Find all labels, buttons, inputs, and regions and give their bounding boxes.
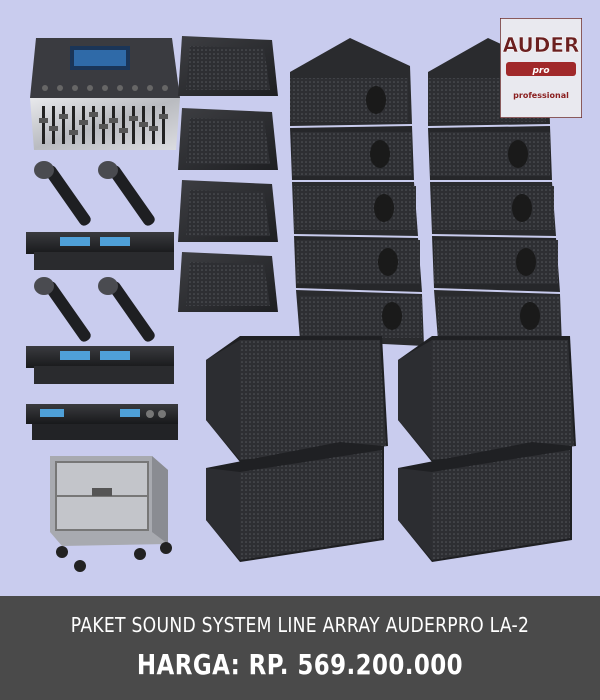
wireless-microphones xyxy=(34,161,155,342)
subwoofers xyxy=(206,336,576,562)
svg-text:AUDER: AUDER xyxy=(503,33,580,57)
package-title: PAKET SOUND SYSTEM LINE ARRAY AUDERPRO L… xyxy=(70,613,530,637)
speaker-processor xyxy=(26,404,178,440)
line-array-right xyxy=(428,38,562,346)
wireless-receivers xyxy=(26,232,174,384)
svg-text:professional: professional xyxy=(513,91,569,100)
stage-monitors xyxy=(178,36,278,312)
rack-flight-case xyxy=(50,456,172,572)
svg-text:pro: pro xyxy=(531,66,549,76)
auder-logo: AUDER pro professional xyxy=(500,18,582,118)
line-array-left xyxy=(290,38,424,346)
equipment-illustration xyxy=(26,36,576,572)
caption-bar xyxy=(0,596,600,700)
package-price: HARGA: RP. 569.200.000 xyxy=(136,648,464,681)
digital-mixer xyxy=(30,38,180,150)
